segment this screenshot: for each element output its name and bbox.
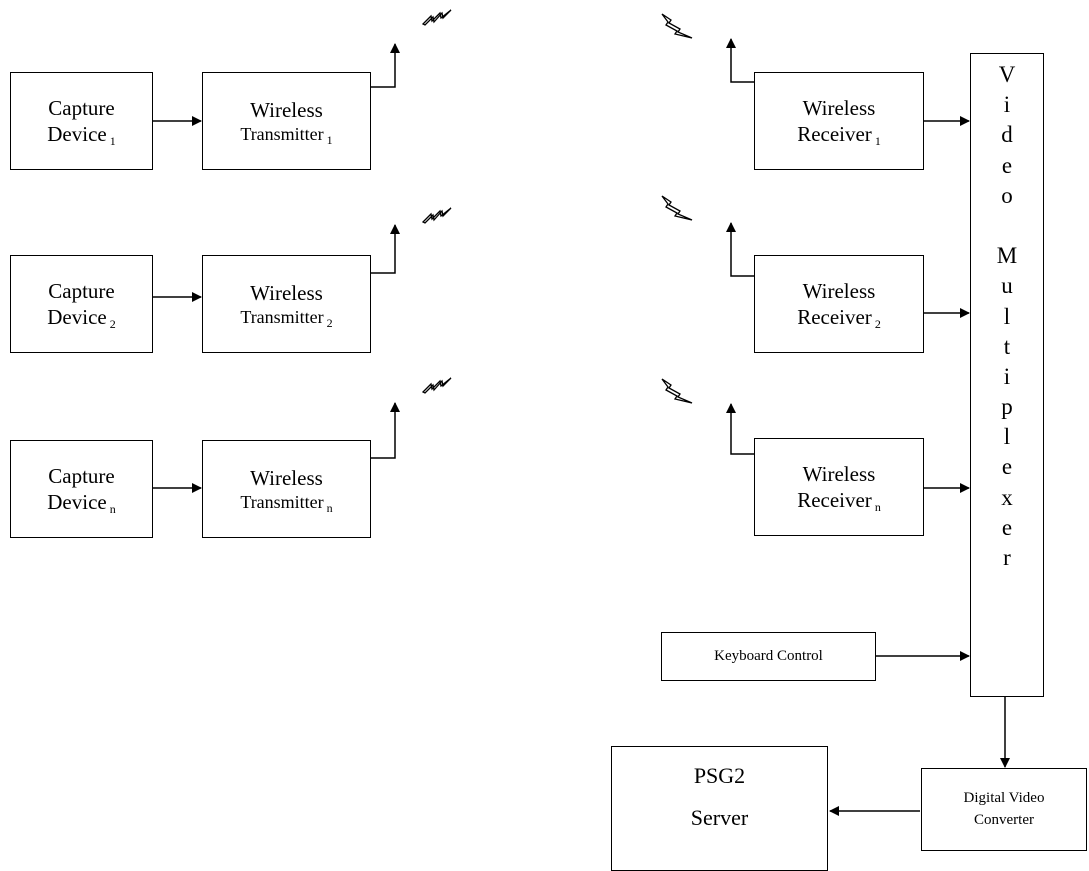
transmitter-2-name: Wireless — [250, 280, 323, 305]
digital-video-converter: Digital Video Converter — [921, 768, 1087, 851]
receiver-1-name: Wireless — [802, 95, 876, 120]
transmitter-2-label: Transmitter — [240, 306, 324, 327]
transmitter-n-name: Wireless — [250, 465, 323, 490]
capture-device-2-name: Capture — [48, 278, 115, 303]
receiver-1-sub: 1 — [874, 134, 881, 148]
server-line-1: PSG2 — [693, 763, 746, 788]
capture-device-2-sub: 2 — [109, 317, 116, 331]
transmitter-n-sub: n — [326, 500, 333, 515]
capture-device-n-name: Capture — [48, 463, 115, 488]
mux-letter: M — [996, 243, 1018, 269]
mux-letter: e — [1001, 454, 1013, 480]
signal-icon-transmit-1 — [422, 9, 452, 26]
signal-icon-receive-1 — [661, 13, 693, 39]
signal-icon-transmit-2 — [422, 207, 452, 224]
capture-device-n-sub: n — [109, 502, 116, 516]
capture-device-1-name: Capture — [48, 95, 115, 120]
capture-device-n-label: Device — [47, 490, 107, 514]
receiver-2-name: Wireless — [802, 278, 876, 303]
transmitter-2-sub: 2 — [326, 315, 333, 330]
mux-letter: x — [1001, 484, 1013, 510]
mux-letter: o — [1001, 182, 1013, 208]
server-line-2: Server — [690, 805, 749, 830]
mux-letter: l — [1003, 303, 1011, 329]
receiver-2-label: Receiver — [797, 305, 872, 329]
receiver-1-label: Receiver — [797, 122, 872, 146]
antenna-receiver-n — [726, 403, 754, 455]
mux-letter: r — [1003, 545, 1011, 570]
signal-icon-receive-2 — [661, 195, 693, 221]
mux-letter: i — [1003, 363, 1011, 389]
converter-line-1: Digital Video — [963, 789, 1045, 806]
receiver-n-name: Wireless — [802, 461, 876, 486]
mux-letter: d — [1001, 122, 1013, 148]
mux-letter: p — [1001, 394, 1013, 420]
transmitter-1-sub: 1 — [326, 132, 333, 147]
signal-icon-receive-n — [661, 378, 693, 404]
mux-letter: t — [1003, 333, 1011, 359]
mux-letter: V — [998, 62, 1016, 87]
capture-device-2-label: Device — [47, 305, 107, 329]
mux-letter: e — [1001, 514, 1013, 540]
receiver-n-label: Receiver — [797, 488, 872, 512]
receiver-2-sub: 2 — [874, 317, 881, 331]
mux-letter: l — [1003, 424, 1011, 450]
antenna-receiver-2 — [726, 222, 754, 277]
converter-line-2: Converter — [974, 811, 1034, 828]
keyboard-control: Keyboard Control — [661, 632, 876, 681]
mux-letter: e — [1001, 152, 1013, 178]
signal-icon-transmit-n — [422, 377, 452, 394]
antenna-transmitter-2 — [371, 224, 400, 274]
antenna-transmitter-1 — [371, 43, 400, 88]
capture-device-1-sub: 1 — [109, 134, 116, 148]
capture-device-1-label: Device — [47, 122, 107, 146]
transmitter-n-label: Transmitter — [240, 491, 324, 512]
video-multiplexer: V i d e o M u l t i p l e x e r — [970, 53, 1044, 697]
receiver-n-sub: n — [874, 500, 881, 514]
transmitter-1-name: Wireless — [250, 97, 323, 122]
antenna-transmitter-n — [371, 402, 400, 459]
mux-letter: i — [1003, 92, 1011, 118]
mux-letter: u — [1001, 273, 1013, 299]
keyboard-control-label: Keyboard Control — [714, 648, 823, 665]
antenna-receiver-1 — [726, 38, 754, 83]
psg2-server: PSG2 Server — [611, 746, 828, 871]
transmitter-1-label: Transmitter — [240, 123, 324, 144]
